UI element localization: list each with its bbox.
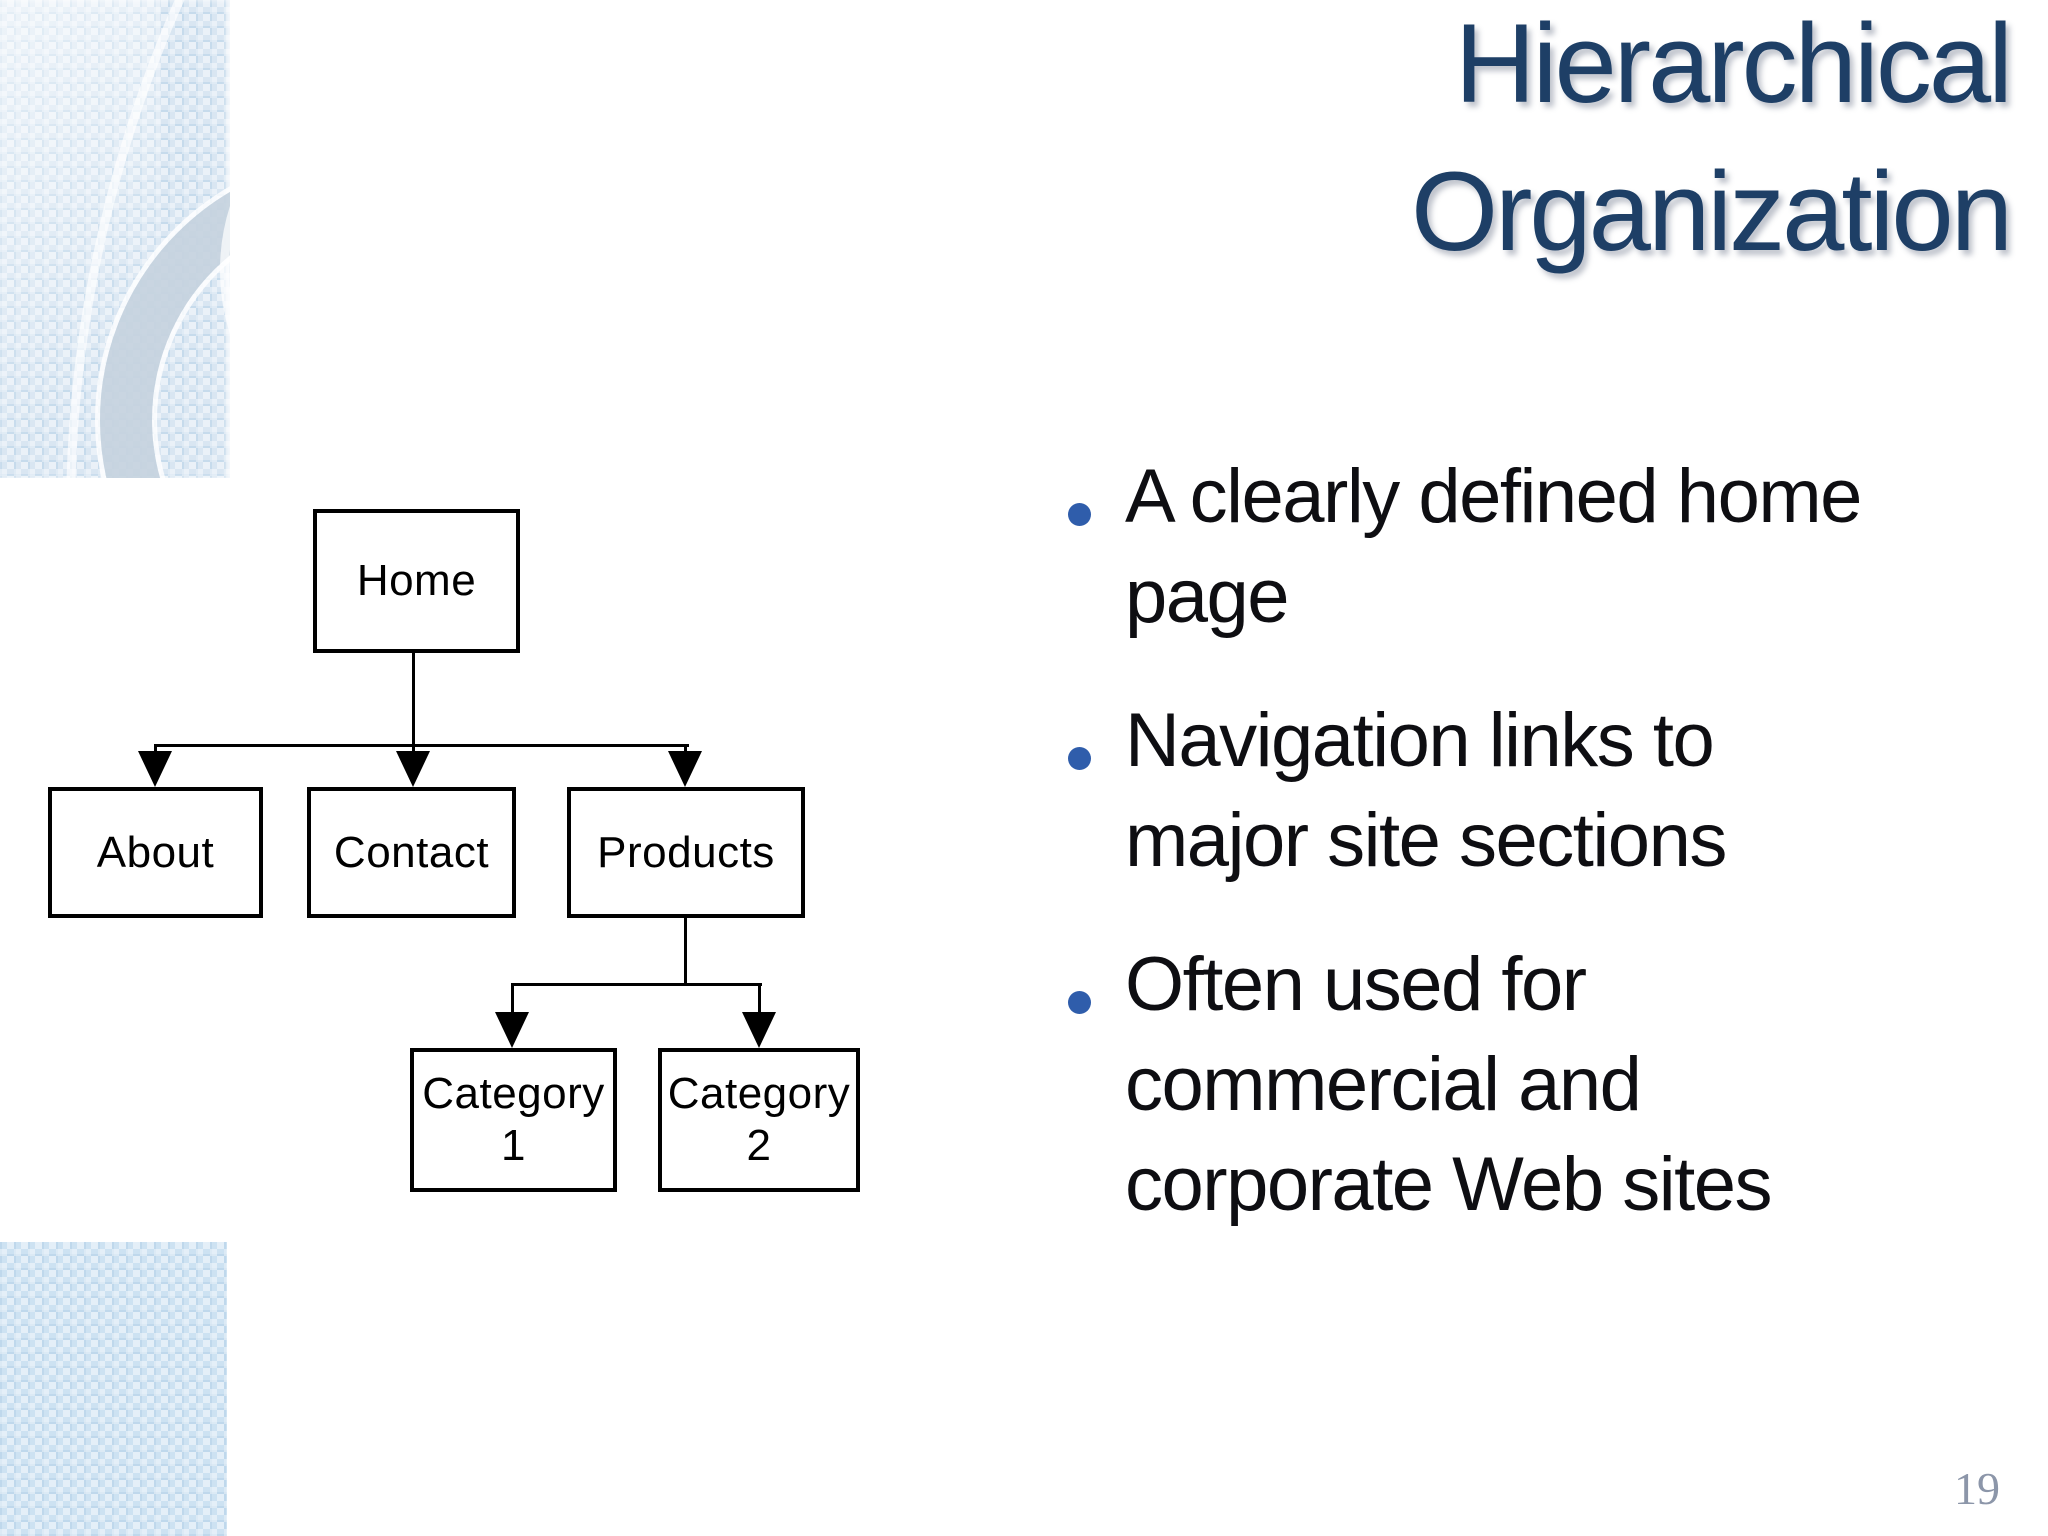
- decorative-panel-top: [0, 0, 230, 478]
- connector-line: [511, 983, 514, 1017]
- bullet-text: A clearly defined home page: [1125, 454, 1862, 639]
- list-item: A clearly defined home page: [1068, 447, 2048, 647]
- diagram-node-about: About: [48, 787, 263, 918]
- bullet-text: Often used for commercial and corporate …: [1125, 942, 1772, 1227]
- bullet-dot-icon: [1068, 747, 1091, 770]
- connector-line: [154, 744, 689, 747]
- bullet-dot-icon: [1068, 991, 1091, 1014]
- list-item: Navigation links to major site sections: [1068, 691, 2048, 891]
- diagram-node-contact: Contact: [307, 787, 516, 918]
- connector-line: [511, 983, 762, 986]
- slide-title: Hierarchical Organization: [1410, 1, 2013, 274]
- arrow-down-icon: [138, 751, 172, 787]
- diagram-node-category-1: Category 1: [410, 1048, 617, 1192]
- arrow-down-icon: [495, 1012, 529, 1048]
- arrow-down-icon: [742, 1012, 776, 1048]
- connector-line: [758, 983, 761, 1017]
- page-number: 19: [1954, 1463, 2000, 1514]
- arrow-down-icon: [668, 751, 702, 787]
- diagram-node-home: Home: [313, 509, 520, 653]
- connector-line: [684, 916, 687, 986]
- bullet-list: A clearly defined home page Navigation l…: [1068, 447, 2048, 1279]
- list-item: Often used for commercial and corporate …: [1068, 935, 2048, 1235]
- connector-line: [412, 653, 415, 755]
- decorative-panel-bottom: [0, 1242, 227, 1536]
- bullet-text: Navigation links to major site sections: [1125, 698, 1727, 883]
- arrow-down-icon: [396, 751, 430, 787]
- diagram-node-products: Products: [567, 787, 805, 918]
- bullet-dot-icon: [1068, 503, 1091, 526]
- diagram-node-category-2: Category 2: [658, 1048, 860, 1192]
